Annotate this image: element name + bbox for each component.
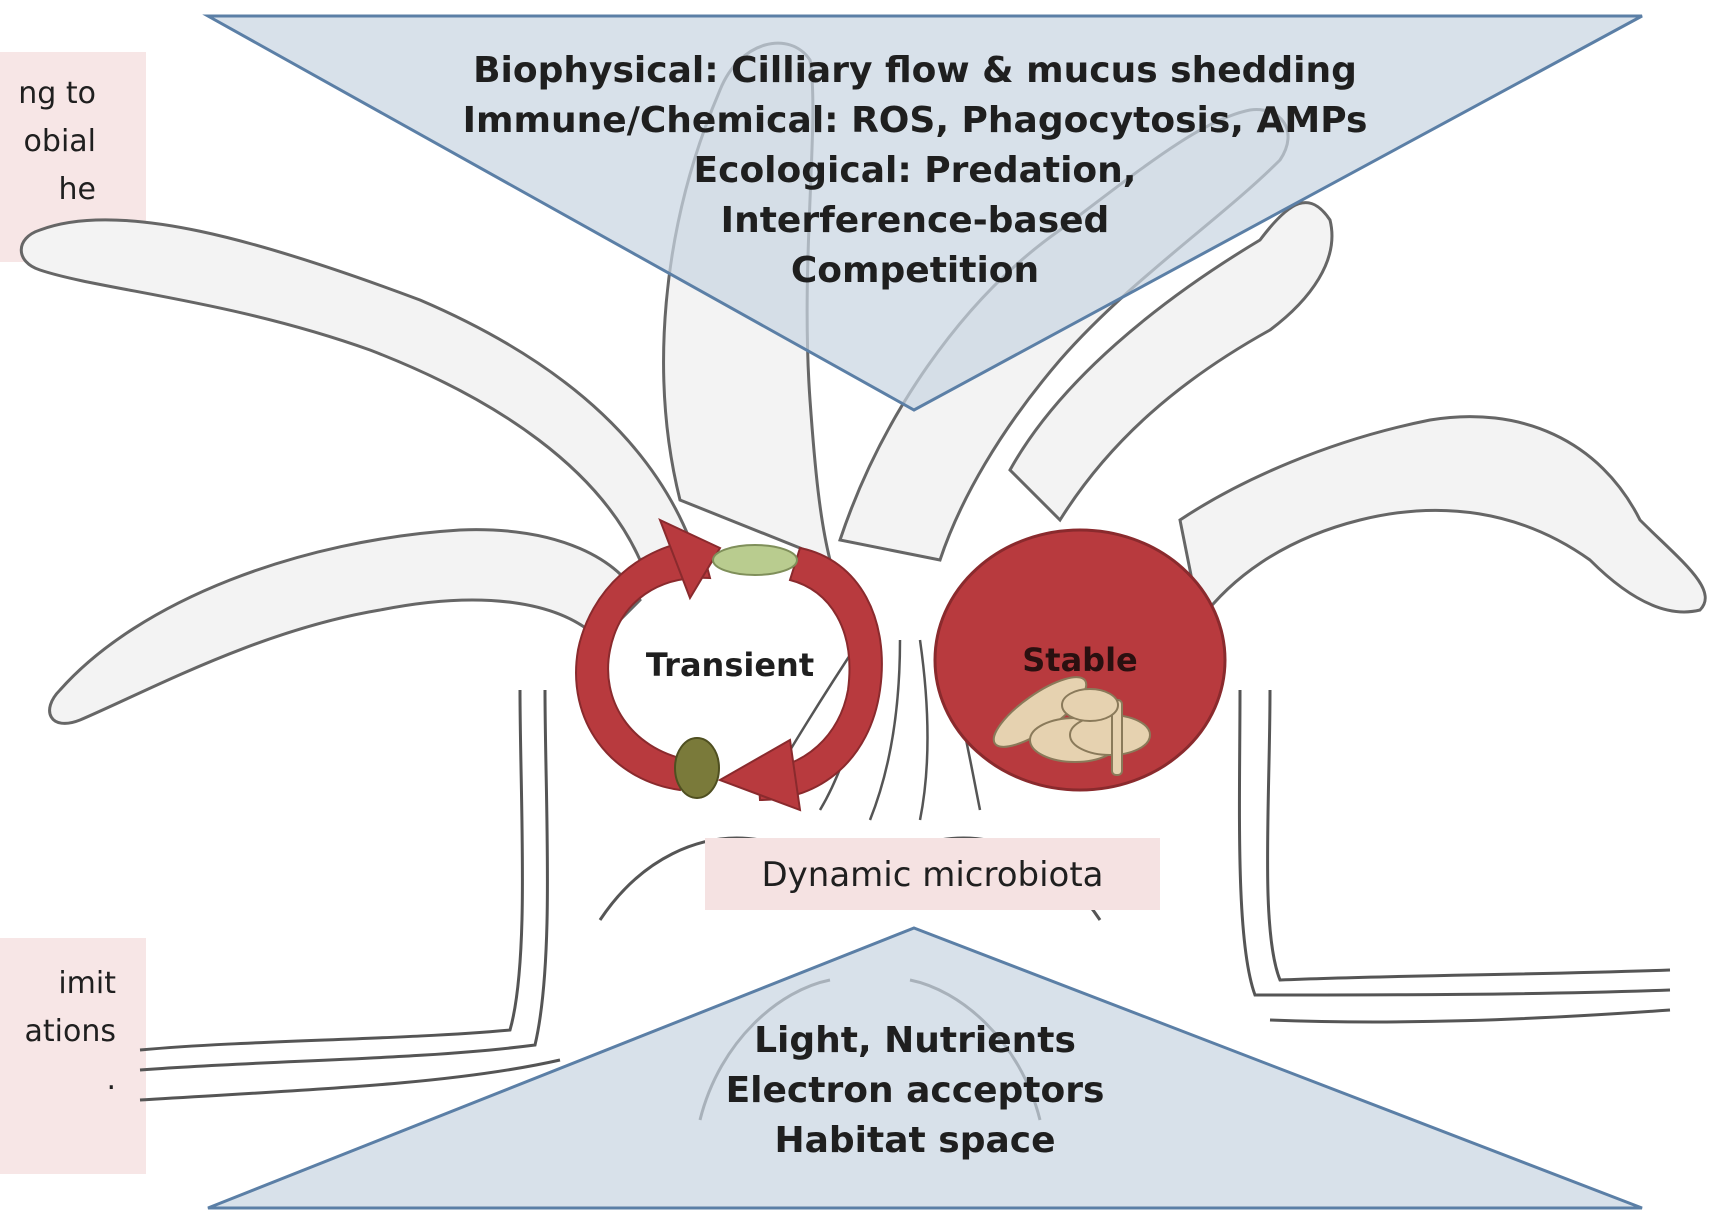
center-box-label: Dynamic microbiota [705, 850, 1160, 900]
transient-microbe-top [713, 545, 797, 575]
left-top-fragment: ng to obial he [18, 70, 96, 214]
bottom-line-2: Electron acceptors [660, 1066, 1170, 1116]
top-line-3: Ecological: Predation, [360, 146, 1470, 196]
left-bottom-fragment: imit ations . [25, 960, 116, 1104]
top-line-1: Biophysical: Cilliary flow & mucus shedd… [360, 46, 1470, 96]
left-bottom-line-3: ations [25, 1008, 116, 1056]
left-top-line-2: obial [18, 118, 96, 166]
left-top-line-3: he [18, 166, 96, 214]
bottom-triangle-text: Light, Nutrients Electron acceptors Habi… [660, 1016, 1170, 1166]
bottom-line-1: Light, Nutrients [660, 1016, 1170, 1066]
transient-label: Transient [610, 640, 850, 690]
top-line-2: Immune/Chemical: ROS, Phagocytosis, AMPs [360, 96, 1470, 146]
left-bottom-line-4: . [25, 1056, 116, 1104]
left-bottom-line-1: imit [25, 960, 116, 1008]
bottom-line-3: Habitat space [660, 1116, 1170, 1166]
left-top-line-1: ng to [18, 70, 96, 118]
stable-label: Stable [990, 635, 1170, 685]
transient-microbe-bottom [675, 738, 719, 798]
top-line-5: Competition [360, 246, 1470, 296]
top-line-4: Interference-based [360, 196, 1470, 246]
top-triangle-text: Biophysical: Cilliary flow & mucus shedd… [360, 46, 1470, 296]
